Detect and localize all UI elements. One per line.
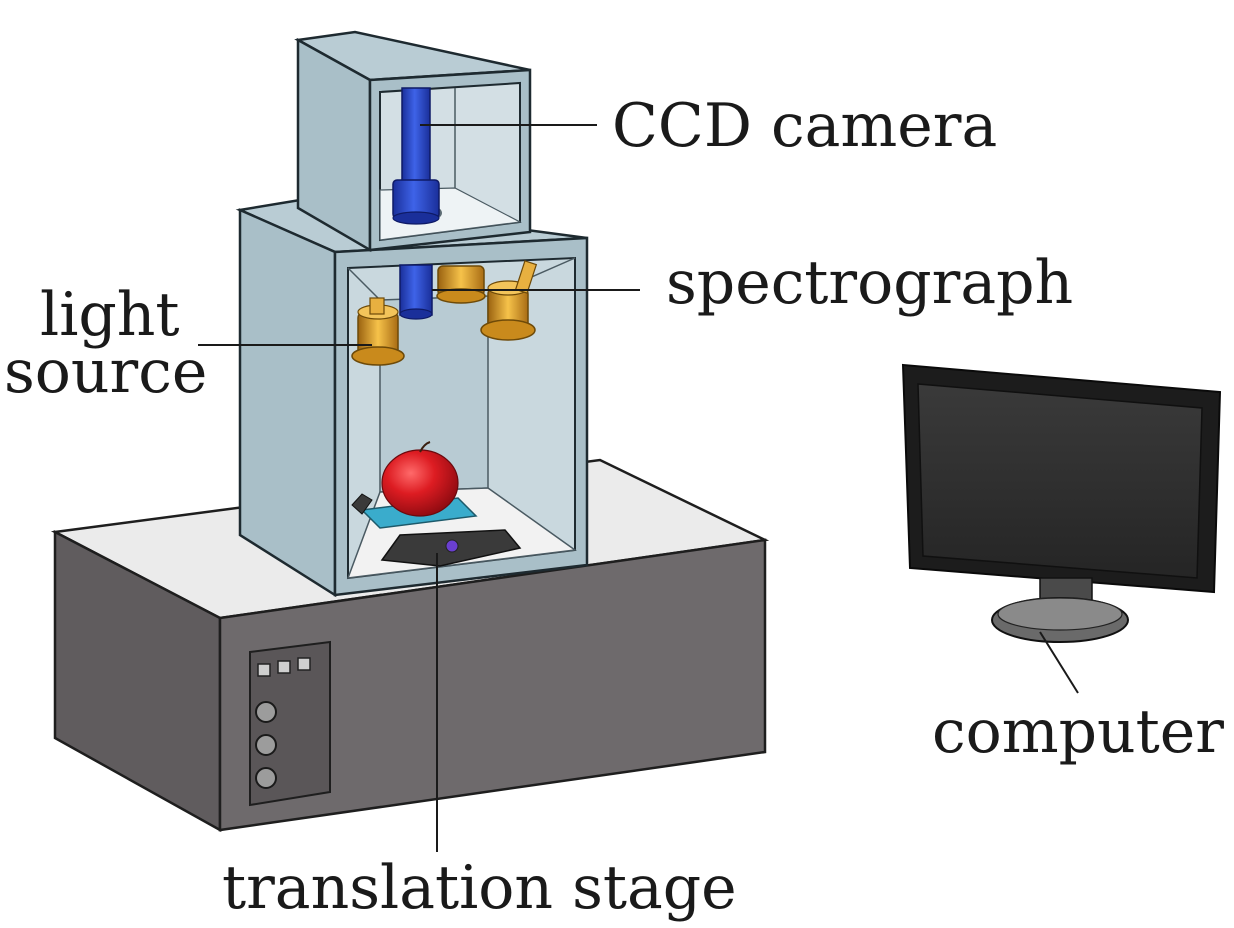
label-translation-stage: translation stage (222, 853, 737, 923)
ccd-camera (392, 87, 440, 225)
enclosure-left-face (238, 208, 337, 598)
panel-knob (255, 767, 277, 789)
control-panel (249, 640, 331, 807)
label-light-source-line2: source (4, 337, 207, 407)
stage-motor (445, 539, 459, 553)
label-spectrograph: spectrograph (666, 248, 1073, 318)
computer-monitor (901, 363, 1222, 643)
lamp-middle (436, 265, 486, 304)
panel-switch (257, 663, 271, 677)
spectrograph (399, 264, 433, 320)
panel-knob (255, 734, 277, 756)
panel-switch (297, 657, 311, 671)
label-computer: computer (932, 697, 1224, 767)
label-ccd-camera: CCD camera (612, 91, 997, 161)
lamp-left (351, 297, 405, 366)
leader-lines (198, 124, 1079, 852)
apple-sample (381, 441, 459, 517)
leader-computer (1039, 631, 1079, 694)
lamp-right (480, 260, 538, 341)
panel-knob (255, 701, 277, 723)
label-light-source-line1: light (40, 280, 180, 350)
monitor-screen (917, 383, 1203, 579)
panel-switch (277, 660, 291, 674)
